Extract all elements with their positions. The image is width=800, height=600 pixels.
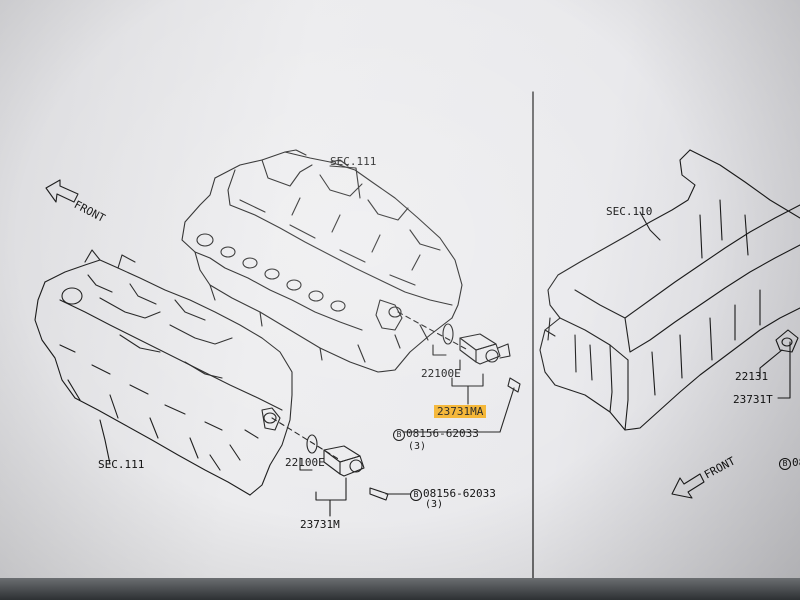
part-22100e-upper-label[interactable]: 22100E bbox=[421, 367, 461, 380]
part-23731ma-highlight: 23731MA bbox=[434, 405, 487, 418]
bolt-lower-code: 08156-62033 bbox=[423, 487, 496, 500]
bolt-upper-qty: (3) bbox=[408, 441, 427, 452]
part-22100e-lower-label[interactable]: 22100E bbox=[285, 456, 325, 469]
sec-110-label[interactable]: SEC.110 bbox=[606, 205, 653, 218]
part-23731m-label[interactable]: 23731M bbox=[300, 518, 340, 531]
lower-cylinder-head bbox=[34, 249, 293, 496]
part-23731t-leader bbox=[783, 341, 791, 399]
sec110-leader bbox=[639, 211, 661, 241]
sec111-upper-leader bbox=[329, 165, 361, 199]
monitor-bezel bbox=[0, 578, 800, 600]
edge-part-code: 08 bbox=[792, 456, 800, 469]
part-23731t-label[interactable]: 23731T bbox=[733, 393, 773, 406]
part-23731ma-label[interactable]: 23731MA bbox=[434, 405, 487, 418]
front-arrow-left bbox=[45, 179, 79, 203]
bolt-upper-code: 08156-62033 bbox=[406, 427, 479, 440]
sec111-lower-leader bbox=[99, 419, 111, 465]
sec-111-upper-label[interactable]: SEC.111 bbox=[330, 155, 377, 168]
part-22131-label[interactable]: 22131 bbox=[735, 370, 769, 383]
sec-111-lower-label[interactable]: SEC.111 bbox=[98, 458, 145, 471]
part-22131-leader bbox=[759, 349, 783, 379]
oil-pan-assembly bbox=[539, 149, 800, 431]
bolt-symbol-icon: B bbox=[410, 489, 422, 501]
bolt-lower-qty: (3) bbox=[425, 499, 444, 510]
bolt-symbol-icon: B bbox=[779, 458, 791, 470]
upper-cylinder-head bbox=[181, 149, 463, 373]
edge-part-label: B08 bbox=[779, 456, 800, 470]
upper-cam-sensor-assembly bbox=[397, 311, 521, 433]
front-arrow-right bbox=[671, 473, 705, 499]
lower-cam-sensor-assembly bbox=[271, 417, 411, 517]
bolt-symbol-icon: B bbox=[393, 429, 405, 441]
